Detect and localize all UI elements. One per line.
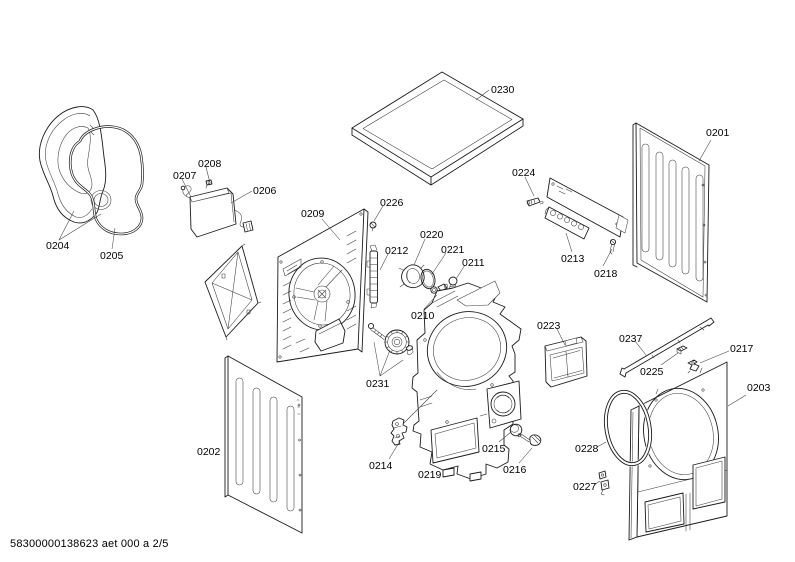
part-label-0201: 0201 xyxy=(706,127,730,139)
part-label-0211: 0211 xyxy=(462,257,485,269)
leader-line-0211 xyxy=(455,264,466,280)
part-0221-gasket-ring-drawing xyxy=(420,268,436,290)
part-label-0202: 0202 xyxy=(197,446,221,458)
part-0230-top-panel-drawing xyxy=(351,71,524,186)
leader-line-0221 xyxy=(431,252,447,275)
part-0202-side-panel-left-drawing xyxy=(224,355,303,534)
part-label-0216: 0216 xyxy=(503,464,527,476)
part-0205-door-seal-drawing xyxy=(68,125,144,236)
part-label-0210: 0210 xyxy=(411,310,435,322)
part-0207-wire-drawing xyxy=(180,185,192,199)
part-0224-pin-drawing xyxy=(526,197,544,207)
part-0204-door-shell-drawing xyxy=(38,106,112,224)
part-0223-lint-filter-drawing xyxy=(544,336,588,388)
part-label-0223: 0223 xyxy=(537,320,561,332)
leader-line-0201 xyxy=(698,139,712,162)
leader-line-0225 xyxy=(660,352,679,366)
part-label-0204: 0204 xyxy=(46,240,70,252)
part-label-0212: 0212 xyxy=(385,245,409,257)
part-label-0217: 0217 xyxy=(730,343,754,355)
part-0219-front-bulkhead-drawing xyxy=(411,280,522,482)
part-label-0227: 0227 xyxy=(573,481,597,493)
part-label-0231: 0231 xyxy=(366,378,390,390)
part-label-0207: 0207 xyxy=(173,170,197,182)
part-0228-door-seal-drawing xyxy=(603,389,653,467)
part-label-0237: 0237 xyxy=(619,333,643,345)
leader-line-0230 xyxy=(475,89,490,101)
leader-line-0208 xyxy=(205,166,211,184)
part-label-0213: 0213 xyxy=(561,253,585,265)
part-label-0220: 0220 xyxy=(420,229,444,241)
part-0201-side-panel-right-drawing xyxy=(632,122,710,303)
leader-line-0228 xyxy=(596,441,607,448)
leader-line-0209 xyxy=(321,218,341,241)
part-0218-screw-drawing xyxy=(609,238,617,255)
part-label-0205: 0205 xyxy=(100,250,124,262)
part-label-0203: 0203 xyxy=(747,382,771,394)
part-0220-housing-cover-drawing xyxy=(398,264,425,289)
part-label-0219: 0219 xyxy=(418,469,442,481)
leader-line-0237 xyxy=(634,340,647,356)
leader-line-0231 xyxy=(379,359,404,377)
part-label-0224: 0224 xyxy=(512,167,536,179)
part-0212-hinge-strip-drawing xyxy=(366,244,378,309)
leader-line-0226 xyxy=(373,205,384,222)
part-label-0209: 0209 xyxy=(301,208,325,220)
leader-line-0224 xyxy=(524,176,535,197)
part-door-inner-frame-drawing xyxy=(204,243,262,341)
leader-line-0217 xyxy=(699,350,730,364)
part-0226-grommet-drawing xyxy=(369,221,377,232)
part-0209-rear-panel-drawing xyxy=(276,208,369,363)
leader-line-0223 xyxy=(556,328,566,346)
part-0227-hinge-pieces-drawing xyxy=(598,470,610,496)
leader-line-0207 xyxy=(181,178,192,198)
part-label-0206: 0206 xyxy=(253,185,277,197)
leader-line-0213 xyxy=(565,232,573,253)
part-label-0215: 0215 xyxy=(482,443,506,455)
leader-line-0214 xyxy=(388,440,401,460)
part-0237-cross-rail-drawing xyxy=(619,317,715,378)
leader-line-0231 xyxy=(379,349,391,377)
part-0203-front-panel-drawing xyxy=(628,361,728,541)
part-label-0218: 0218 xyxy=(594,268,618,280)
part-0217-clip-drawing xyxy=(687,359,700,374)
part-0206-lamp-unit-drawing xyxy=(189,187,254,238)
part-label-0214: 0214 xyxy=(369,460,393,472)
part-label-0228: 0228 xyxy=(575,443,599,455)
leader-line-0210 xyxy=(423,294,438,310)
leader-line-0204 xyxy=(58,210,75,241)
part-0213-control-module-drawing xyxy=(544,177,629,240)
part-0231-bolt-pulley-drawing xyxy=(367,322,414,355)
part-0208-clip-drawing xyxy=(205,179,213,189)
leader-line-0231 xyxy=(373,341,381,377)
part-0211-lamp-drawing xyxy=(448,276,458,294)
leader-line-0203 xyxy=(727,394,747,407)
part-0225-clip-drawing xyxy=(676,345,688,355)
part-0216-grip-bolt-drawing xyxy=(517,433,542,446)
leader-line-0227 xyxy=(593,480,601,486)
leader-line-0212 xyxy=(379,253,389,271)
leader-line-0218 xyxy=(602,248,613,267)
leader-line-0215 xyxy=(498,431,512,443)
leader-line-0216 xyxy=(518,447,533,464)
part-0215-knob-drawing xyxy=(509,423,523,438)
part-label-0226: 0226 xyxy=(380,197,404,209)
part-label-0208: 0208 xyxy=(198,158,222,170)
leader-line-0205 xyxy=(111,227,116,250)
part-label-0221: 0221 xyxy=(441,244,465,256)
part-label-0230: 0230 xyxy=(491,84,515,96)
document-code: 58300000138623 aet 000 a 2/5 xyxy=(10,538,169,550)
leader-line-0204 xyxy=(58,213,102,241)
part-0214-latch-drawing xyxy=(390,389,438,446)
leader-line-0206 xyxy=(230,190,253,204)
part-0210-fittings-drawing xyxy=(430,283,449,296)
leader-line-0220 xyxy=(413,238,426,266)
part-label-0225: 0225 xyxy=(640,366,664,378)
